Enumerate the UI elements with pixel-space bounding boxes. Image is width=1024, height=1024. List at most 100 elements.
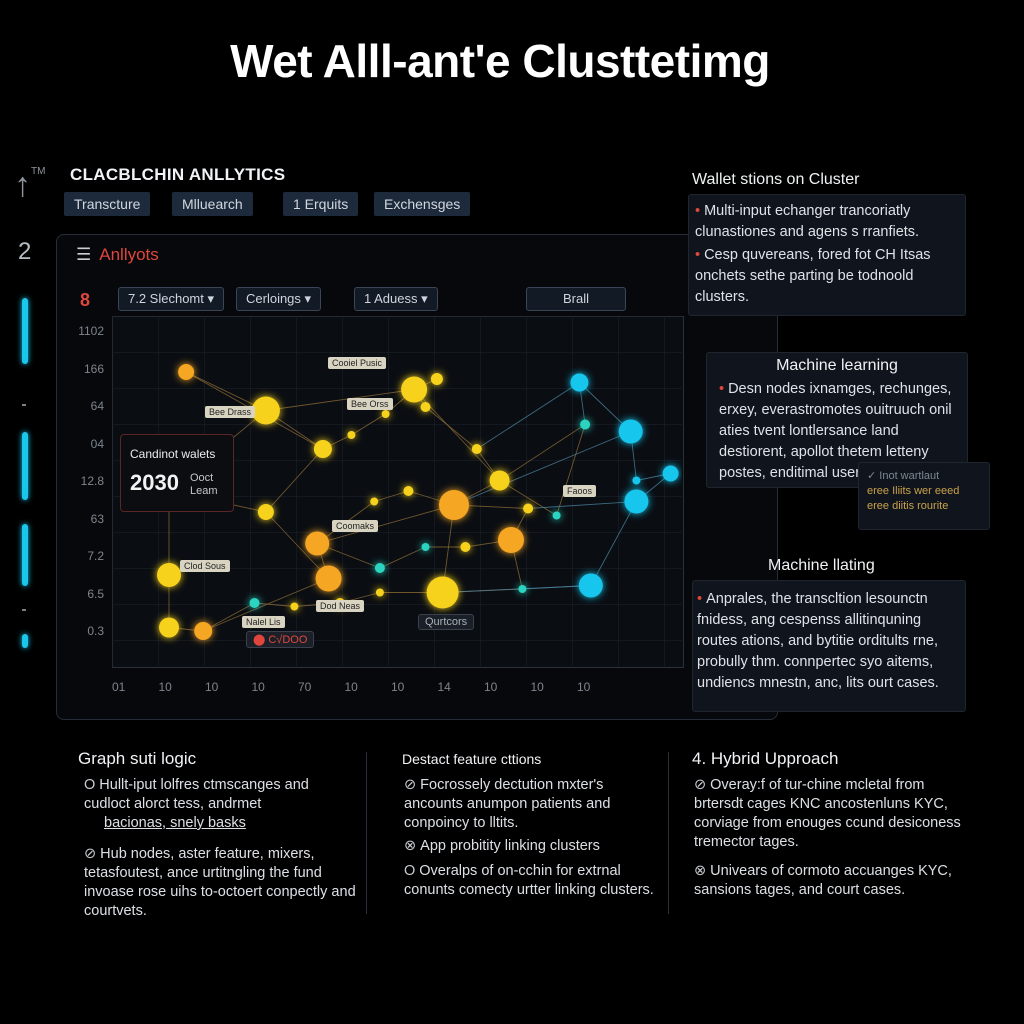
graph-edge <box>374 490 409 502</box>
x-tick-label: 10 <box>530 680 544 694</box>
graph-node[interactable] <box>251 396 280 425</box>
rail-bar[interactable] <box>22 634 28 648</box>
bullet-dot-icon: • <box>719 381 725 397</box>
node-tag: Faoos <box>563 485 597 497</box>
graph-node[interactable] <box>194 622 213 640</box>
card-item: •Cesp quvereans, fored fot CH Itsas onch… <box>695 247 931 305</box>
tab-exchensges[interactable]: Exchensges <box>374 192 471 216</box>
graph-edge <box>499 480 557 516</box>
arrow-up-icon[interactable]: ↑TM <box>14 166 46 204</box>
graph-edge <box>202 602 255 632</box>
graph-node[interactable] <box>662 465 679 482</box>
graph-node[interactable] <box>313 440 332 458</box>
rail-bar[interactable] <box>22 432 28 500</box>
tab-mlluearch[interactable]: Mlluearch <box>172 192 253 216</box>
candidate-wallets-sub: Ooct Leam <box>190 472 218 497</box>
y-tick-label: 64 <box>90 399 104 413</box>
graph-node[interactable] <box>632 476 641 485</box>
column-title-graph-logic: Graph suti logic <box>78 749 197 768</box>
column-item: ⊗App probitity linking clusters <box>404 838 600 854</box>
graph-node[interactable] <box>460 542 471 552</box>
rail-bar[interactable] <box>22 524 28 586</box>
graph-edge <box>379 546 426 569</box>
menu-icon[interactable]: ☰ <box>76 245 92 264</box>
x-tick-label: 10 <box>484 680 498 694</box>
filter-dropdown-address[interactable]: 1 Aduess ▾ <box>354 287 438 311</box>
graph-node[interactable] <box>374 563 385 573</box>
graph-node[interactable] <box>370 497 379 506</box>
y-tick-label: 0.3 <box>87 624 104 638</box>
no-entry-icon: ⊘ <box>694 777 707 793</box>
graph-edge <box>185 371 267 411</box>
graph-node[interactable] <box>489 470 510 491</box>
column-title-feature-cttions: Destact feature cttions <box>402 751 542 767</box>
graph-node[interactable] <box>421 543 430 551</box>
app-title: CLACBLCHIN ANLLYTICS <box>70 165 286 184</box>
graph-node[interactable] <box>178 364 195 380</box>
tab-erquits[interactable]: 1 Erquits <box>283 192 359 216</box>
card-item: •Desn nodes ixnamges, rechunges, erxey, … <box>719 381 952 481</box>
graph-node[interactable] <box>624 489 649 514</box>
graph-node[interactable] <box>315 565 342 592</box>
x-tick-label: 10 <box>577 680 591 694</box>
panel-title: ☰Anllyots <box>76 245 159 264</box>
page-title: Wet Alll-ant'e Clusttetimg <box>230 35 770 87</box>
node-tag: Coomaks <box>332 520 379 532</box>
column-title-hybrid-upproach: 4. Hybrid Upproach <box>692 749 839 768</box>
card-item: •Multi-input echanger trancoriatly cluna… <box>695 203 920 240</box>
column-item: ⊗Univears of cormoto accuanges KYC, sans… <box>694 863 952 898</box>
graph-node[interactable] <box>580 419 591 430</box>
node-tag: Dod Neas <box>316 600 365 612</box>
graph-node[interactable] <box>157 563 181 587</box>
tab-transcture[interactable]: Transcture <box>64 192 151 216</box>
filter-dropdown-selection[interactable]: 7.2 Slechomt ▾ <box>118 287 225 311</box>
graph-node[interactable] <box>375 588 384 597</box>
graph-node[interactable] <box>159 617 179 638</box>
x-tick-label: 10 <box>391 680 405 694</box>
chevron-down-icon: ▾ <box>421 291 428 306</box>
graph-node[interactable] <box>498 527 524 553</box>
graph-node[interactable] <box>471 444 482 454</box>
graph-node[interactable] <box>518 585 527 593</box>
graph-node[interactable] <box>401 376 428 403</box>
cross-circle-icon: ⊗ <box>694 863 707 879</box>
graph-node[interactable] <box>523 503 534 514</box>
graph-node[interactable] <box>570 373 589 392</box>
candidate-wallets-card[interactable] <box>120 434 234 512</box>
graph-node[interactable] <box>381 410 390 418</box>
card-title-machine-llating: Machine llating <box>768 557 875 574</box>
graph-node[interactable] <box>552 511 561 520</box>
rail-bar[interactable] <box>22 298 28 364</box>
mini-card-line: ✓ Inot wartlaut <box>867 470 940 482</box>
chevron-down-icon: ▾ <box>207 291 215 306</box>
graph-node[interactable] <box>305 531 330 556</box>
graph-node[interactable] <box>426 576 459 609</box>
node-tag: Bee Orss <box>347 398 393 410</box>
graph-node[interactable] <box>578 573 603 598</box>
filter-dropdown-ceilings[interactable]: Cerloings ▾ <box>236 287 322 311</box>
graph-node[interactable] <box>403 486 414 496</box>
filter-apply-button[interactable]: Brall <box>526 287 626 311</box>
graph-node[interactable] <box>347 431 356 439</box>
graph-node[interactable] <box>249 598 260 608</box>
node-tag: Qurtcors <box>418 614 475 630</box>
card-item: •Anprales, the transcltion lesounctn fni… <box>697 591 939 691</box>
graph-node[interactable] <box>430 373 443 385</box>
graph-node[interactable] <box>420 402 431 412</box>
bullet-dot-icon: • <box>695 203 701 219</box>
graph-edge <box>265 448 324 513</box>
graph-node[interactable] <box>439 490 469 520</box>
column-item: ⊘Overay:f of tur-chine mcletal from brte… <box>694 777 961 850</box>
y-tick-label: 63 <box>90 511 104 526</box>
graph-node[interactable] <box>257 504 274 520</box>
x-tick-label: 10 <box>205 680 219 694</box>
graph-node[interactable] <box>618 419 643 444</box>
graph-edge <box>590 501 637 586</box>
graph-edge <box>317 504 455 544</box>
rail-tick <box>22 404 26 406</box>
x-tick-label: 10 <box>344 680 358 694</box>
graph-node[interactable] <box>290 602 299 611</box>
x-tick-label: 70 <box>298 680 312 694</box>
graph-edge <box>476 382 580 450</box>
